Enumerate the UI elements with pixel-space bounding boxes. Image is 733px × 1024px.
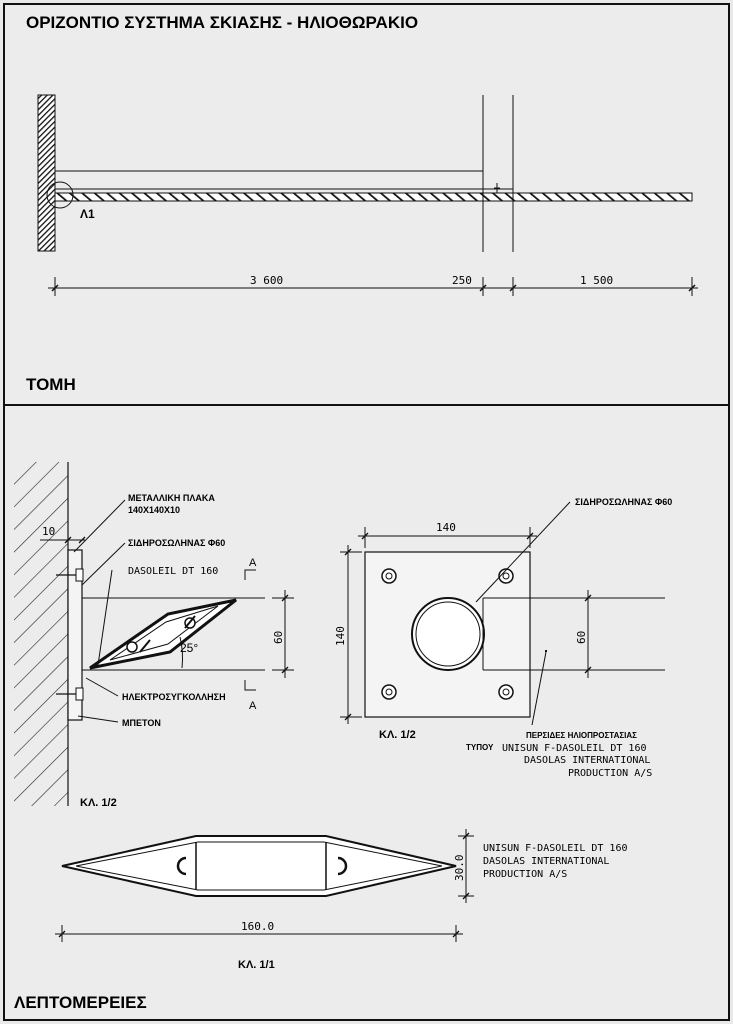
bolt-hole-bottom-left <box>381 684 397 700</box>
concrete-label: ΜΠΕΤΟΝ <box>122 718 161 728</box>
louver-bar <box>54 192 693 202</box>
section-mark-a-top: A <box>249 557 257 569</box>
dim-span-main: 3 600 <box>250 274 283 287</box>
wall-mount-detail: 10 25° 60 A A ΜΕΤΑΛΛΙΚΗ ΠΛΑΚΑ 140Χ14 <box>14 462 294 809</box>
plate-tube-label: ΣΙΔΗΡΟΣΩΛΗΝΑΣ Φ60 <box>575 497 672 507</box>
dim-span-column: 250 <box>452 274 472 287</box>
metal-plate <box>67 549 83 721</box>
dim-plate-width: 140 <box>436 521 456 534</box>
dim-height-60: 60 <box>272 631 285 644</box>
louver-note-line1: ΠΕΡΣΙΔΕΣ ΗΛΙΟΠΡΟΣΤΑΣΙΑΣ <box>526 731 637 740</box>
bolt-hole-top-right <box>498 568 514 584</box>
tube-label: ΣΙΔΗΡΟΣΩΛΗΝΑΣ Φ60 <box>128 538 225 548</box>
blade-note-line1: UNISUN F-DASOLEIL DT 160 <box>483 843 628 854</box>
louver-note-line4: PRODUCTION A/S <box>568 768 652 779</box>
bolt-hole-top-left <box>381 568 397 584</box>
dim-span-overhang: 1 500 <box>580 274 613 287</box>
plate-detail: 140 140 60 ΣΙΔΗΡΟΣΩΛΗΝΑΣ Φ60 ΚΛ. 1/2 ΠΕΡ… <box>334 497 672 779</box>
louver-note-line2: UNISUN F-DASOLEIL DT 160 <box>502 743 647 754</box>
sheet-title: ΟΡΙΖΟΝΤΙΟ ΣΥΣΤΗΜΑ ΣΚΙΑΣΗΣ - ΗΛΙΟΘΩΡΑΚΙΟ <box>26 13 418 32</box>
plate-label-line2: 140Χ140Χ10 <box>128 505 180 515</box>
dim-blade-length: 160.0 <box>241 920 274 933</box>
dim-plate-height: 140 <box>334 626 347 646</box>
dim-blade-depth: 30.0 <box>453 855 466 882</box>
wall-hatch <box>37 94 56 252</box>
blade-profile-outer <box>61 835 457 897</box>
blade-note-line2: DASOLAS INTERNATIONAL <box>483 856 609 867</box>
plate-detail-scale: ΚΛ. 1/2 <box>379 729 416 741</box>
louver-blade-inclined <box>89 598 237 670</box>
angle-label: 25° <box>180 641 198 655</box>
wall-detail-scale: ΚΛ. 1/2 <box>80 797 117 809</box>
section-caption: ΤΟΜΗ <box>26 375 76 394</box>
plate-label-line1: ΜΕΤΑΛΛΙΚΗ ΠΛΑΚΑ <box>128 493 215 503</box>
blade-detail-scale: ΚΛ. 1/1 <box>238 959 275 971</box>
bolt-hole-bottom-right <box>498 684 514 700</box>
tube-circle <box>411 597 485 671</box>
louver-note-prefix: ΤΥΠΟΥ <box>466 743 494 752</box>
weld-label: ΗΛΕΚΤΡΟΣΥΓΚΟΛΛΗΣΗ <box>122 692 226 702</box>
concrete-hatch <box>14 462 68 806</box>
section-mark-a-bottom: A <box>249 700 257 712</box>
blade-profile-detail: 160.0 30.0 UNISUN F-DASOLEIL DT 160 DASO… <box>55 829 628 971</box>
louver-note-line3: DASOLAS INTERNATIONAL <box>524 755 650 766</box>
joint-label: Λ1 <box>80 207 95 221</box>
section-drawing: Λ1 3 600 250 1 500 <box>37 94 698 296</box>
product-label: DASOLEIL DT 160 <box>128 566 218 577</box>
dim-plate-thickness: 10 <box>42 525 55 538</box>
blade-profile-inner <box>75 841 443 891</box>
details-caption: ΛΕΠΤΟΜΕΡΕΙΕΣ <box>14 993 147 1012</box>
dim-tube-60: 60 <box>575 631 588 644</box>
joint-circle <box>46 181 74 209</box>
clip-right <box>337 856 348 876</box>
clip-left <box>176 856 187 876</box>
blade-note-line3: PRODUCTION A/S <box>483 869 567 880</box>
